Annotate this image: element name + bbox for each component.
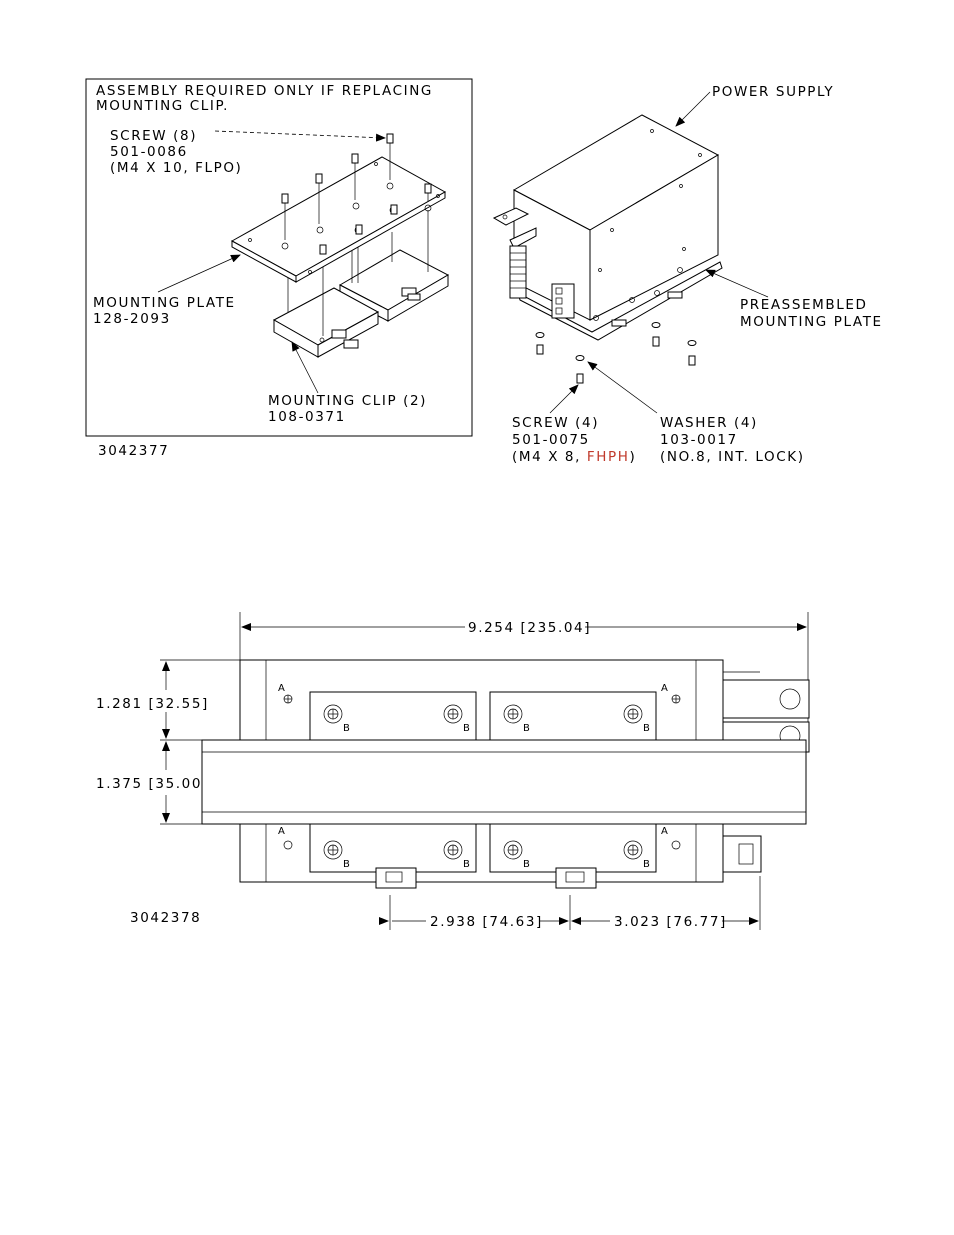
screw-4-spec-highlight: FHPH <box>587 449 630 465</box>
upper-clip-left <box>309 691 477 741</box>
upper-clip-right <box>489 691 657 741</box>
hole-b-label-2: B <box>463 723 470 734</box>
terminal-block <box>492 207 537 299</box>
power-supply-label: POWER SUPPLY <box>712 84 834 100</box>
assembly-frame <box>85 78 473 437</box>
hole-b-label-8: B <box>643 859 650 870</box>
hole-b-label-4: B <box>643 723 650 734</box>
hole-b-label-7: B <box>523 859 530 870</box>
screw-4-spec: (M4 X 8, FHPH) <box>512 449 636 465</box>
hole-a-label-1: A <box>278 683 285 694</box>
hole-a-markers: A A A A <box>278 683 681 850</box>
power-supply-figure: POWER SUPPLY PREASSEMBLED MOUNTING PLATE… <box>492 84 883 465</box>
assembly-figure: ASSEMBLY REQUIRED ONLY IF REPLACING MOUN… <box>85 78 473 459</box>
screw-8-part: 501-0086 <box>110 144 188 160</box>
power-supply-leader <box>675 91 711 127</box>
washer-leader <box>587 361 658 414</box>
assembly-note-line1: ASSEMBLY REQUIRED ONLY IF REPLACING <box>96 83 433 99</box>
clip-latch-left <box>375 867 417 889</box>
power-supply-side <box>589 154 719 321</box>
dimension-figure: 9.254 [235.04] 1.281 [32.55] 1.375 [35.0… <box>96 612 810 930</box>
hole-b-label-1: B <box>343 723 350 734</box>
washer-part: 103-0017 <box>660 432 738 448</box>
mounting-plate <box>230 156 447 283</box>
mounting-clip-label: MOUNTING CLIP (2) <box>268 393 427 409</box>
preassembled-label-line1: PREASSEMBLED <box>740 297 868 313</box>
dim-clip-right: 3.023 [76.77] <box>614 914 727 930</box>
screws-set <box>281 133 432 255</box>
height-top-dimension: 1.281 [32.55] <box>96 696 209 712</box>
hole-a-label-3: A <box>278 826 285 837</box>
hole-b-label-6: B <box>463 859 470 870</box>
screw-8-leader <box>214 130 386 142</box>
side-tab-bottom <box>722 835 762 873</box>
mounting-plate-label: MOUNTING PLATE <box>93 295 236 311</box>
mounting-plate-part: 128-2093 <box>93 311 171 327</box>
screw-4-label: SCREW (4) <box>512 415 599 431</box>
height-mid-dimension: 1.375 [35.00] <box>96 776 209 792</box>
screw-8-spec: (M4 X 10, FLPO) <box>110 160 242 176</box>
hole-a-label-4: A <box>661 826 668 837</box>
hole-a-label-2: A <box>661 683 668 694</box>
screw-4-leader <box>549 384 579 414</box>
preassembled-leader <box>705 269 769 298</box>
connector <box>551 283 575 319</box>
lower-clip-left <box>309 823 477 873</box>
dim-clip-left: 2.938 [74.63] <box>430 914 543 930</box>
main-body <box>201 739 807 825</box>
hole-b-screws: B B B B B B B B <box>323 704 650 870</box>
screw-4-spec-prefix: (M4 X 8, <box>512 449 587 465</box>
hole-b-label-3: B <box>523 723 530 734</box>
washer-label: WASHER (4) <box>660 415 758 431</box>
screw-4-spec-suffix: ) <box>630 449 637 465</box>
mounting-clip-left <box>272 287 380 358</box>
side-tab-upper <box>722 679 810 719</box>
clip-latch-right <box>555 867 597 889</box>
mounting-clip-leader <box>291 341 319 394</box>
washer-spec: (NO.8, INT. LOCK) <box>660 449 805 465</box>
screw-4-part: 501-0075 <box>512 432 590 448</box>
assembly-note-line2: MOUNTING CLIP. <box>96 98 229 114</box>
overall-width-dimension: 9.254 [235.04] <box>468 620 591 636</box>
lower-clip-right <box>489 823 657 873</box>
hole-b-label-5: B <box>343 859 350 870</box>
mounting-plate-leader <box>157 254 241 293</box>
figure-id-3042378: 3042378 <box>130 910 201 926</box>
preassembled-label-line2: MOUNTING PLATE <box>740 314 883 330</box>
figure-id-3042377: 3042377 <box>98 443 169 459</box>
screws-washers-below <box>535 322 697 384</box>
screw-8-label: SCREW (8) <box>110 128 197 144</box>
mounting-clip-part: 108-0371 <box>268 409 346 425</box>
